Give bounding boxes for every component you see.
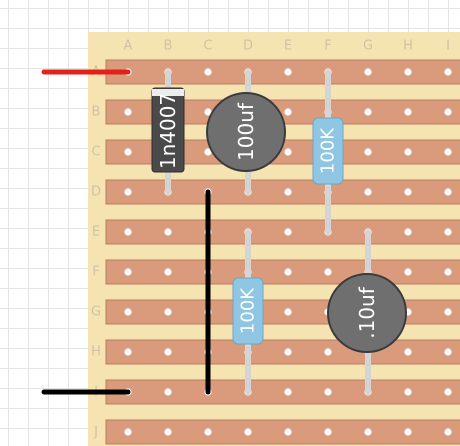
row-label: G [91, 305, 101, 320]
strip-hole [444, 188, 452, 196]
strip-hole [404, 108, 412, 116]
strip-hole [404, 428, 412, 436]
strip-hole [404, 68, 412, 76]
strip-hole [124, 148, 132, 156]
capacitor-10uf-label: .10uf [355, 286, 379, 338]
strip-hole [444, 108, 452, 116]
column-labels: A B C D E F G H I [124, 39, 450, 54]
strip-hole [124, 348, 132, 356]
column-label: C [203, 39, 212, 54]
strip-hole [364, 108, 372, 116]
column-label: I [446, 39, 450, 54]
resistor-top-body [312, 117, 344, 185]
resistor-bottom-label: 100K [238, 287, 259, 334]
diode-body [151, 87, 185, 173]
strip-hole [164, 308, 172, 316]
strip-hole [164, 348, 172, 356]
column-label: D [243, 39, 253, 54]
strip-hole [444, 268, 452, 276]
row-label: F [92, 265, 99, 280]
capacitor-10uf: .10uf [327, 273, 407, 353]
strip-hole [324, 348, 332, 356]
strip-hole [124, 428, 132, 436]
strip-hole [404, 228, 412, 236]
strip-hole [164, 268, 172, 276]
strip-hole [284, 268, 292, 276]
strip-hole [324, 388, 332, 396]
capacitor-100uf-label: 100uf [234, 102, 258, 161]
row-label: C [91, 145, 100, 160]
capacitor-100uf: 100uf [206, 92, 286, 172]
strip-hole [164, 388, 172, 396]
strip-hole [284, 308, 292, 316]
strip-hole [404, 188, 412, 196]
row-label: D [91, 185, 101, 200]
strip-hole [364, 188, 372, 196]
row-label: H [91, 345, 101, 360]
strip-hole [444, 348, 452, 356]
strip-hole [404, 268, 412, 276]
copper-strip [105, 259, 460, 285]
column-label: B [164, 39, 173, 54]
strip-hole [124, 308, 132, 316]
strip-hole [444, 68, 452, 76]
strip-hole [284, 188, 292, 196]
strip-hole [204, 68, 212, 76]
resistor-top: 100K [312, 117, 344, 185]
diode-label: 1n4007 [156, 93, 180, 169]
capacitor-100uf-body [206, 92, 286, 172]
strip-hole [124, 268, 132, 276]
strip-hole [284, 428, 292, 436]
capacitor-10uf-body [327, 273, 407, 353]
diode: 1n4007 [151, 87, 185, 173]
resistor-bottom: 100K [232, 277, 264, 345]
strip-hole [284, 228, 292, 236]
column-label: H [403, 39, 413, 54]
column-label: G [363, 39, 373, 54]
strip-hole [364, 428, 372, 436]
row-label: J [93, 425, 98, 440]
strip-hole [244, 428, 252, 436]
column-label: A [124, 39, 133, 54]
strip-hole [124, 188, 132, 196]
resistor-bottom-body [232, 277, 264, 345]
diode-band [152, 89, 184, 96]
strip-hole [284, 148, 292, 156]
strip-hole [124, 228, 132, 236]
strip-hole [284, 68, 292, 76]
strip-hole [204, 108, 212, 116]
strip-hole [284, 348, 292, 356]
row-label: E [92, 225, 100, 240]
copper-strip [105, 379, 460, 405]
strip-hole [204, 148, 212, 156]
strip-hole [444, 428, 452, 436]
strip-hole [364, 148, 372, 156]
resistor-top-label: 100K [318, 127, 339, 174]
strip-hole [444, 148, 452, 156]
strip-hole [404, 148, 412, 156]
strip-hole [444, 388, 452, 396]
strip-hole [284, 108, 292, 116]
strip-hole [124, 108, 132, 116]
strip-hole [284, 388, 292, 396]
strip-hole [444, 228, 452, 236]
row-label: B [92, 105, 101, 120]
strip-hole [164, 428, 172, 436]
strip-hole [204, 428, 212, 436]
strip-hole [364, 68, 372, 76]
strip-hole [404, 348, 412, 356]
column-label: E [284, 39, 292, 54]
strip-hole [404, 388, 412, 396]
column-label: F [324, 39, 331, 54]
strip-hole [444, 308, 452, 316]
strip-hole [164, 228, 172, 236]
strip-hole [324, 428, 332, 436]
strip-hole [324, 268, 332, 276]
